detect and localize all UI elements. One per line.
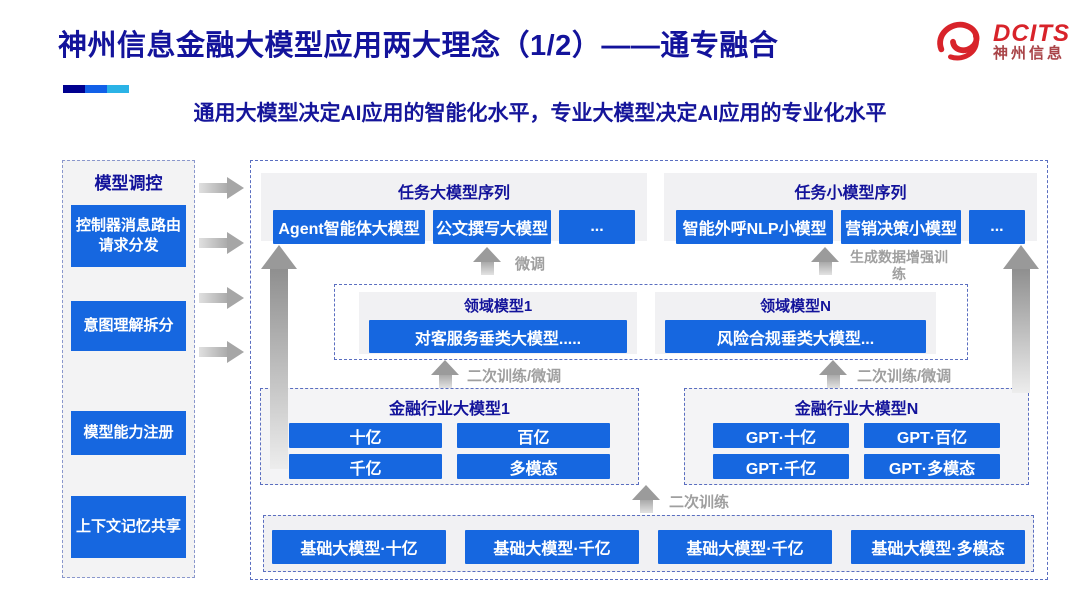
group-title: 任务小模型序列 — [794, 185, 907, 202]
model-box-gpt-10b: GPT·百亿 — [864, 423, 1000, 448]
up-arrow-icon — [819, 360, 847, 388]
task-small-model-group: 任务小模型序列 智能外呼NLP小模型 营销决策小模型 ... — [664, 173, 1037, 244]
model-box-1b: 十亿 — [289, 423, 442, 448]
right-arrow-icon — [199, 341, 245, 363]
right-arrow-icon — [199, 232, 245, 254]
model-box-customer-service: 对客服务垂类大模型..... — [369, 320, 627, 353]
model-box-ellipsis: ... — [968, 210, 1025, 244]
model-control-panel: 模型调控 控制器消息路由请求分发 意图理解拆分 模型能力注册 上下文记忆共享 — [62, 160, 195, 578]
model-box-gpt-100b: GPT·千亿 — [713, 454, 849, 479]
base-model-1b: 基础大模型·十亿 — [272, 530, 446, 564]
model-box-nlp-call: 智能外呼NLP小模型 — [676, 210, 834, 244]
model-architecture-diagram: 任务大模型序列 Agent智能体大模型 公文撰写大模型 ... 任务小模型序列 … — [250, 160, 1048, 580]
flow-label-retrain-ft-left: 二次训练/微调 — [467, 368, 562, 385]
title-accent-bar — [63, 85, 129, 93]
domain-title: 领域模型N — [760, 298, 831, 315]
tall-up-arrow-icon — [261, 245, 297, 469]
right-arrow-icon — [199, 287, 245, 309]
page-title: 神州信息金融大模型应用两大理念（1/2）——通专融合 — [58, 30, 779, 62]
up-arrow-icon — [431, 360, 459, 388]
model-box-100b: 千亿 — [289, 454, 442, 479]
tall-up-arrow-icon — [1003, 245, 1039, 393]
sidebar-item-context: 上下文记忆共享 — [71, 496, 186, 558]
flow-label-retrain-ft-right: 二次训练/微调 — [857, 368, 952, 385]
model-box-agent: Agent智能体大模型 — [273, 210, 426, 244]
up-arrow-icon — [473, 247, 501, 275]
sidebar-item-register: 模型能力注册 — [71, 411, 186, 455]
domain-title: 领域模型1 — [463, 298, 533, 315]
finance-industry-model-1: 金融行业大模型1 十亿 百亿 千亿 多模态 — [260, 388, 639, 485]
tagline: 通用大模型决定AI应用的智能化水平，专业大模型决定AI应用的专业化水平 — [193, 102, 887, 125]
model-box-marketing: 营销决策小模型 — [841, 210, 961, 244]
model-box-gpt-1b: GPT·十亿 — [713, 423, 849, 448]
model-box-ellipsis: ... — [558, 210, 636, 244]
sidebar-item-router: 控制器消息路由请求分发 — [71, 205, 186, 267]
model-box-multimodal: 多模态 — [457, 454, 610, 479]
domain-model-n: 领域模型N 风险合规垂类大模型... — [655, 292, 936, 354]
up-arrow-icon — [811, 247, 839, 275]
model-box-10b: 百亿 — [457, 423, 610, 448]
base-model-multimodal: 基础大模型·多模态 — [851, 530, 1025, 564]
up-arrow-icon — [632, 485, 660, 513]
model-box-gpt-multimodal: GPT·多模态 — [864, 454, 1000, 479]
dcits-logo: DCITS 神州信息 — [931, 16, 1070, 66]
base-model-100b-b: 基础大模型·千亿 — [658, 530, 832, 564]
model-box-document: 公文撰写大模型 — [433, 210, 551, 244]
model-box-risk-compliance: 风险合规垂类大模型... — [665, 320, 926, 353]
base-model-container: 基础大模型·十亿 基础大模型·千亿 基础大模型·千亿 基础大模型·多模态 — [263, 515, 1034, 572]
logo-brand-cn: 神州信息 — [993, 44, 1066, 62]
logo-brand-name: DCITS — [993, 19, 1070, 47]
base-model-100b-a: 基础大模型·千亿 — [465, 530, 639, 564]
domain-model-container: 领域模型1 对客服务垂类大模型..... 领域模型N 风险合规垂类大模型... — [334, 284, 968, 360]
flow-label-fine-tune: 微调 — [515, 256, 546, 273]
industry-title: 金融行业大模型N — [794, 401, 919, 418]
industry-title: 金融行业大模型1 — [389, 401, 510, 418]
finance-industry-model-n: 金融行业大模型N GPT·十亿 GPT·百亿 GPT·千亿 GPT·多模态 — [684, 388, 1029, 485]
sidebar-item-intent: 意图理解拆分 — [71, 301, 186, 351]
dcits-swirl-icon — [937, 21, 980, 61]
flow-label-gen-data: 生成数据增强训练 — [850, 249, 948, 282]
sidebar-title: 模型调控 — [94, 174, 163, 193]
domain-model-1: 领域模型1 对客服务垂类大模型..... — [359, 292, 637, 354]
right-arrow-icon — [199, 177, 245, 199]
flow-label-retrain: 二次训练 — [669, 494, 730, 511]
group-title: 任务大模型序列 — [397, 185, 510, 202]
task-large-model-group: 任务大模型序列 Agent智能体大模型 公文撰写大模型 ... — [261, 173, 647, 244]
